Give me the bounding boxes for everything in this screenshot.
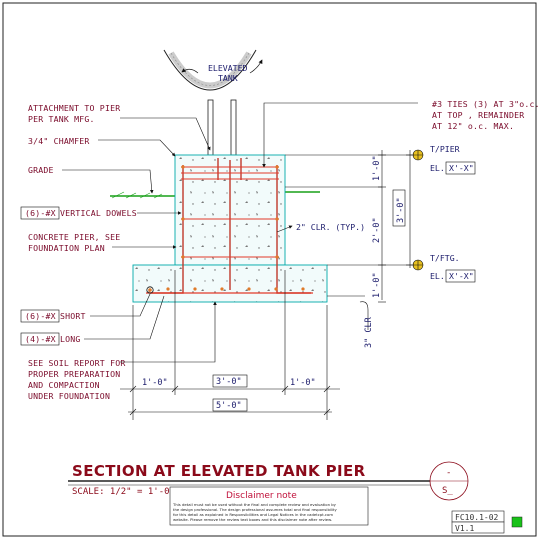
chamfer-label: 3/4" CHAMFER [28, 136, 90, 146]
tftg-value: X'-X" [449, 271, 474, 281]
version-label: V1.1 [455, 524, 474, 533]
soil-label-4: UNDER FOUNDATION [28, 391, 110, 401]
tank-outline [163, 49, 257, 91]
detail-code: FC10.1-02 [455, 513, 499, 522]
soil-label-2: PROPER PREPARATION [28, 369, 120, 379]
long-label: LONG [60, 334, 81, 344]
ties-label-2: AT TOP , REMAINDER [432, 110, 524, 120]
tpier-el: EL. [430, 163, 445, 173]
detail-title: SECTION AT ELEVATED TANK PIER [72, 462, 366, 480]
vertical-dimensions [285, 150, 414, 303]
tank-label-1: ELEVATED [208, 63, 248, 73]
section-number: - [446, 468, 451, 478]
dowel-tag: (6)-#X [25, 208, 56, 218]
disclaimer-line: the design professional. The design prof… [173, 507, 338, 512]
status-indicator [511, 516, 523, 528]
dim-5-0: 5'-0" [216, 401, 242, 411]
tftg-label: T/FTG. [430, 253, 460, 263]
short-tag: (6)-#X [25, 311, 56, 321]
section-sheet: S_ [442, 486, 453, 496]
tftg-el: EL. [430, 271, 445, 281]
soil-label-1: SEE SOIL REPORT FOR [28, 358, 125, 368]
dim-1-0-left: 1'-0" [142, 378, 168, 388]
dim-2-0: 2'-0" [372, 217, 382, 243]
disclaimer-line: website. Please remove the review text b… [173, 517, 332, 522]
dim-1-0-right: 1'-0" [290, 378, 316, 388]
dim-3-0-box: 3'-0" [396, 197, 406, 223]
tpier-marker [285, 149, 424, 161]
dim-3-0-horizontal: 3'-0" [216, 377, 242, 387]
disclaimer-line: This detail must not be used without the… [172, 502, 337, 507]
tpier-label: T/PIER [430, 144, 460, 154]
clr-2-label: 2" CLR. (TYP.) [296, 222, 365, 232]
ties-label-1: #3 TIES (3) AT 3"o.c. [432, 99, 540, 109]
ties-label-3: AT 12" o.c. MAX. [432, 121, 514, 131]
long-tag: (4)-#X [25, 334, 56, 344]
tank-leg-right [230, 99, 237, 156]
attach-label-1: ATTACHMENT TO PIER [28, 103, 120, 113]
clr-3-label: 3" CLR [364, 316, 374, 348]
pier-label-2: FOUNDATION PLAN [28, 243, 105, 253]
disclaimer-heading: Disclaimer note [226, 491, 297, 501]
disclaimer-line: for this detail as explained in Responsi… [173, 512, 333, 517]
soil-label-3: AND COMPACTION [28, 380, 100, 390]
tank-label-2: TANK [218, 73, 238, 83]
disclaimer-box [169, 486, 369, 526]
scale-label: SCALE: 1/2" = 1'-0" [72, 487, 175, 497]
tftg-marker [327, 259, 424, 271]
horizontal-dimensions [120, 270, 340, 420]
dim-1-0-bottom: 1'-0" [372, 272, 382, 298]
pier-label-1: CONCRETE PIER, SEE [28, 232, 120, 242]
grade-label: GRADE [28, 165, 54, 175]
attach-label-2: PER TANK MFG. [28, 114, 95, 124]
short-label: SHORT [60, 311, 86, 321]
dowel-label: VERTICAL DOWELS [60, 208, 137, 218]
dim-1-0-top: 1'-0" [372, 155, 382, 181]
tpier-value: X'-X" [449, 163, 474, 173]
